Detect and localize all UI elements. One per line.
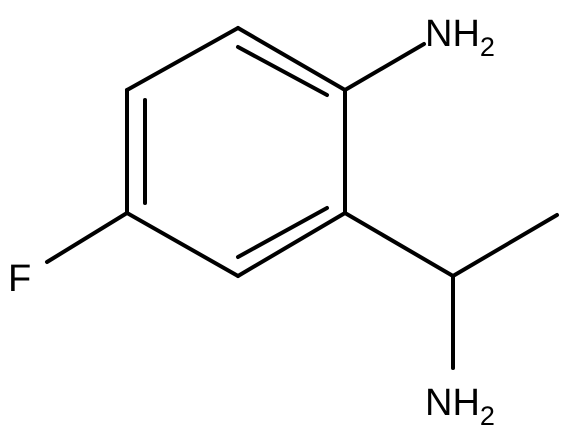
bond-ring-c4-c5 (125, 211, 240, 278)
bond-ring-c2-c3 (125, 26, 240, 92)
atom-nh2-top: NH2 (425, 13, 495, 62)
bond-ring-to-ch (343, 211, 455, 278)
double-bond-inner-top (236, 45, 329, 97)
bond-ring-c5-c6 (236, 211, 347, 278)
double-bond-inner-bottom (236, 206, 329, 259)
bond-ring-to-fluorine (45, 211, 129, 264)
benzene-ring (125, 26, 347, 278)
bond-ring-to-nh2-top (343, 42, 426, 92)
bond-ring-c1-c2 (236, 26, 347, 92)
atom-fluorine: F (8, 258, 31, 300)
substituent-bonds (45, 42, 559, 370)
atom-nh2-bottom: NH2 (425, 382, 495, 431)
bond-ch-to-methyl (451, 213, 559, 278)
